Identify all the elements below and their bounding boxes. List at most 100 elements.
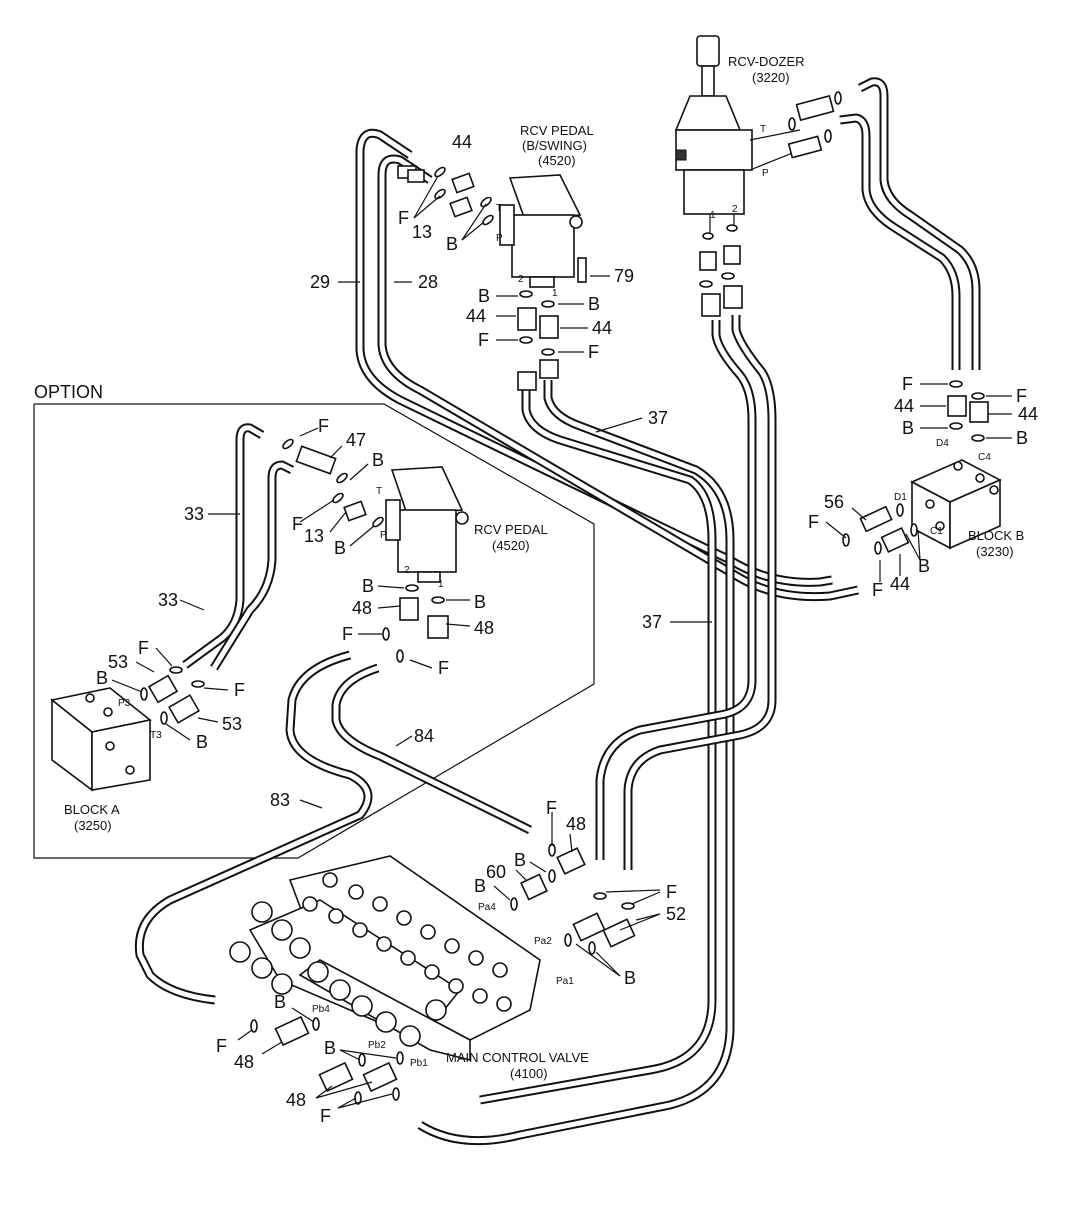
svg-text:2: 2 [404, 565, 410, 576]
hose-dozer-down [595, 315, 777, 870]
callout-37: 37 [642, 612, 662, 632]
callout-B: B [514, 850, 526, 870]
callout-83: 83 [270, 790, 290, 810]
hose-33 [182, 423, 295, 671]
svg-text:P: P [380, 530, 387, 541]
svg-text:RCV PEDAL: RCV PEDAL [474, 522, 548, 537]
rcv-pedal-option: T P 2 1 RCV PEDAL (4520) [282, 438, 548, 663]
rcv-dozer: T P 1 2 RCV-DOZER (3220) [674, 35, 842, 317]
option-box: OPTION [33, 382, 595, 859]
svg-text:Pb2: Pb2 [368, 1040, 386, 1051]
svg-text:BLOCK B: BLOCK B [968, 528, 1024, 543]
callout-28: 28 [418, 272, 438, 292]
option-label: OPTION [34, 382, 103, 402]
callout-B: B [588, 294, 600, 314]
svg-text:(B/SWING): (B/SWING) [522, 138, 587, 153]
callout-B: B [96, 668, 108, 688]
callout-B: B [362, 576, 374, 596]
callout-F: F [292, 514, 303, 534]
mcv-spools [229, 872, 512, 1047]
callout-F: F [546, 798, 557, 818]
callout-F: F [318, 416, 329, 436]
svg-text:P: P [496, 233, 503, 244]
svg-text:C4: C4 [978, 452, 991, 463]
callout-B: B [902, 418, 914, 438]
svg-text:Pb4: Pb4 [312, 1004, 330, 1015]
callout-F: F [808, 512, 819, 532]
svg-text:T3: T3 [150, 730, 162, 741]
callout-44: 44 [466, 306, 486, 326]
svg-text:MAIN CONTROL VALVE: MAIN CONTROL VALVE [446, 1050, 589, 1065]
svg-text:C1: C1 [930, 526, 943, 537]
svg-text:Pa1: Pa1 [556, 976, 574, 987]
callout-B: B [1016, 428, 1028, 448]
dozer-lever-stem [701, 65, 715, 97]
callout-44: 44 [1018, 404, 1038, 424]
callout-56: 56 [824, 492, 844, 512]
callout-B: B [624, 968, 636, 988]
svg-text:(3250): (3250) [74, 818, 112, 833]
hose-29 [355, 128, 833, 587]
svg-text:1: 1 [552, 288, 558, 299]
svg-text:RCV PEDAL: RCV PEDAL [520, 123, 594, 138]
callout-F: F [234, 680, 245, 700]
svg-text:T: T [376, 486, 382, 497]
callout-B: B [324, 1038, 336, 1058]
callout-B: B [474, 876, 486, 896]
callout-13: 13 [412, 222, 432, 242]
svg-text:BLOCK A: BLOCK A [64, 802, 120, 817]
hoses [134, 77, 981, 1146]
callout-leaders [111, 175, 1012, 1109]
callout-44: 44 [890, 574, 910, 594]
callout-53: 53 [108, 652, 128, 672]
hose-dozer-blockb [839, 77, 981, 370]
callout-44: 44 [894, 396, 914, 416]
rcv-pedal-swing: T P 2 1 RCV PEDAL (B/SWING) (4520) [397, 123, 610, 391]
callout-33: 33 [184, 504, 204, 524]
main-control-valve: Pa4 Pa2 Pa1 Pb4 Pb2 Pb1 MAIN CONTROL VAL… [229, 843, 636, 1105]
svg-text:(3230): (3230) [976, 544, 1014, 559]
callout-B: B [334, 538, 346, 558]
svg-text:T: T [760, 124, 766, 135]
rcv-dozer-code: (3220) [752, 70, 790, 85]
svg-text:P3: P3 [118, 698, 131, 709]
callout-48: 48 [474, 618, 494, 638]
svg-text:D1: D1 [894, 492, 907, 503]
hose-83 [134, 650, 373, 1005]
callout-B: B [474, 592, 486, 612]
callout-44: 44 [592, 318, 612, 338]
callout-B: B [274, 992, 286, 1012]
block-a: P3 T3 BLOCK A (3250) [50, 666, 205, 833]
dozer-boot [674, 95, 742, 131]
callout-29: 29 [310, 272, 330, 292]
callout-44: 44 [452, 132, 472, 152]
callout-13: 13 [304, 526, 324, 546]
svg-text:Pb1: Pb1 [410, 1058, 428, 1069]
callout-B: B [918, 556, 930, 576]
svg-text:Pa2: Pa2 [534, 936, 552, 947]
dozer-lever-knob [696, 35, 720, 67]
svg-text:D4: D4 [936, 438, 949, 449]
hose-28 [377, 154, 859, 602]
svg-text:2: 2 [518, 274, 524, 285]
callout-84: 84 [414, 726, 434, 746]
hose-37 [417, 380, 735, 1146]
hose-84 [331, 663, 533, 835]
block-b: D4 C4 D1 C1 BLOCK B (3230) [842, 380, 1024, 559]
callout-F: F [666, 882, 677, 902]
callout-47: 47 [346, 430, 366, 450]
callout-79: 79 [614, 266, 634, 286]
svg-text:Pa4: Pa4 [478, 902, 496, 913]
svg-text:1: 1 [438, 579, 444, 590]
callout-48: 48 [234, 1052, 254, 1072]
callout-F: F [588, 342, 599, 362]
svg-text:(4100): (4100) [510, 1066, 548, 1081]
callout-48: 48 [352, 598, 372, 618]
svg-text:(4520): (4520) [492, 538, 530, 553]
callout-B: B [478, 286, 490, 306]
option-outline [33, 403, 595, 859]
svg-text:T: T [496, 203, 502, 214]
callout-F: F [398, 208, 409, 228]
callout-B: B [372, 450, 384, 470]
